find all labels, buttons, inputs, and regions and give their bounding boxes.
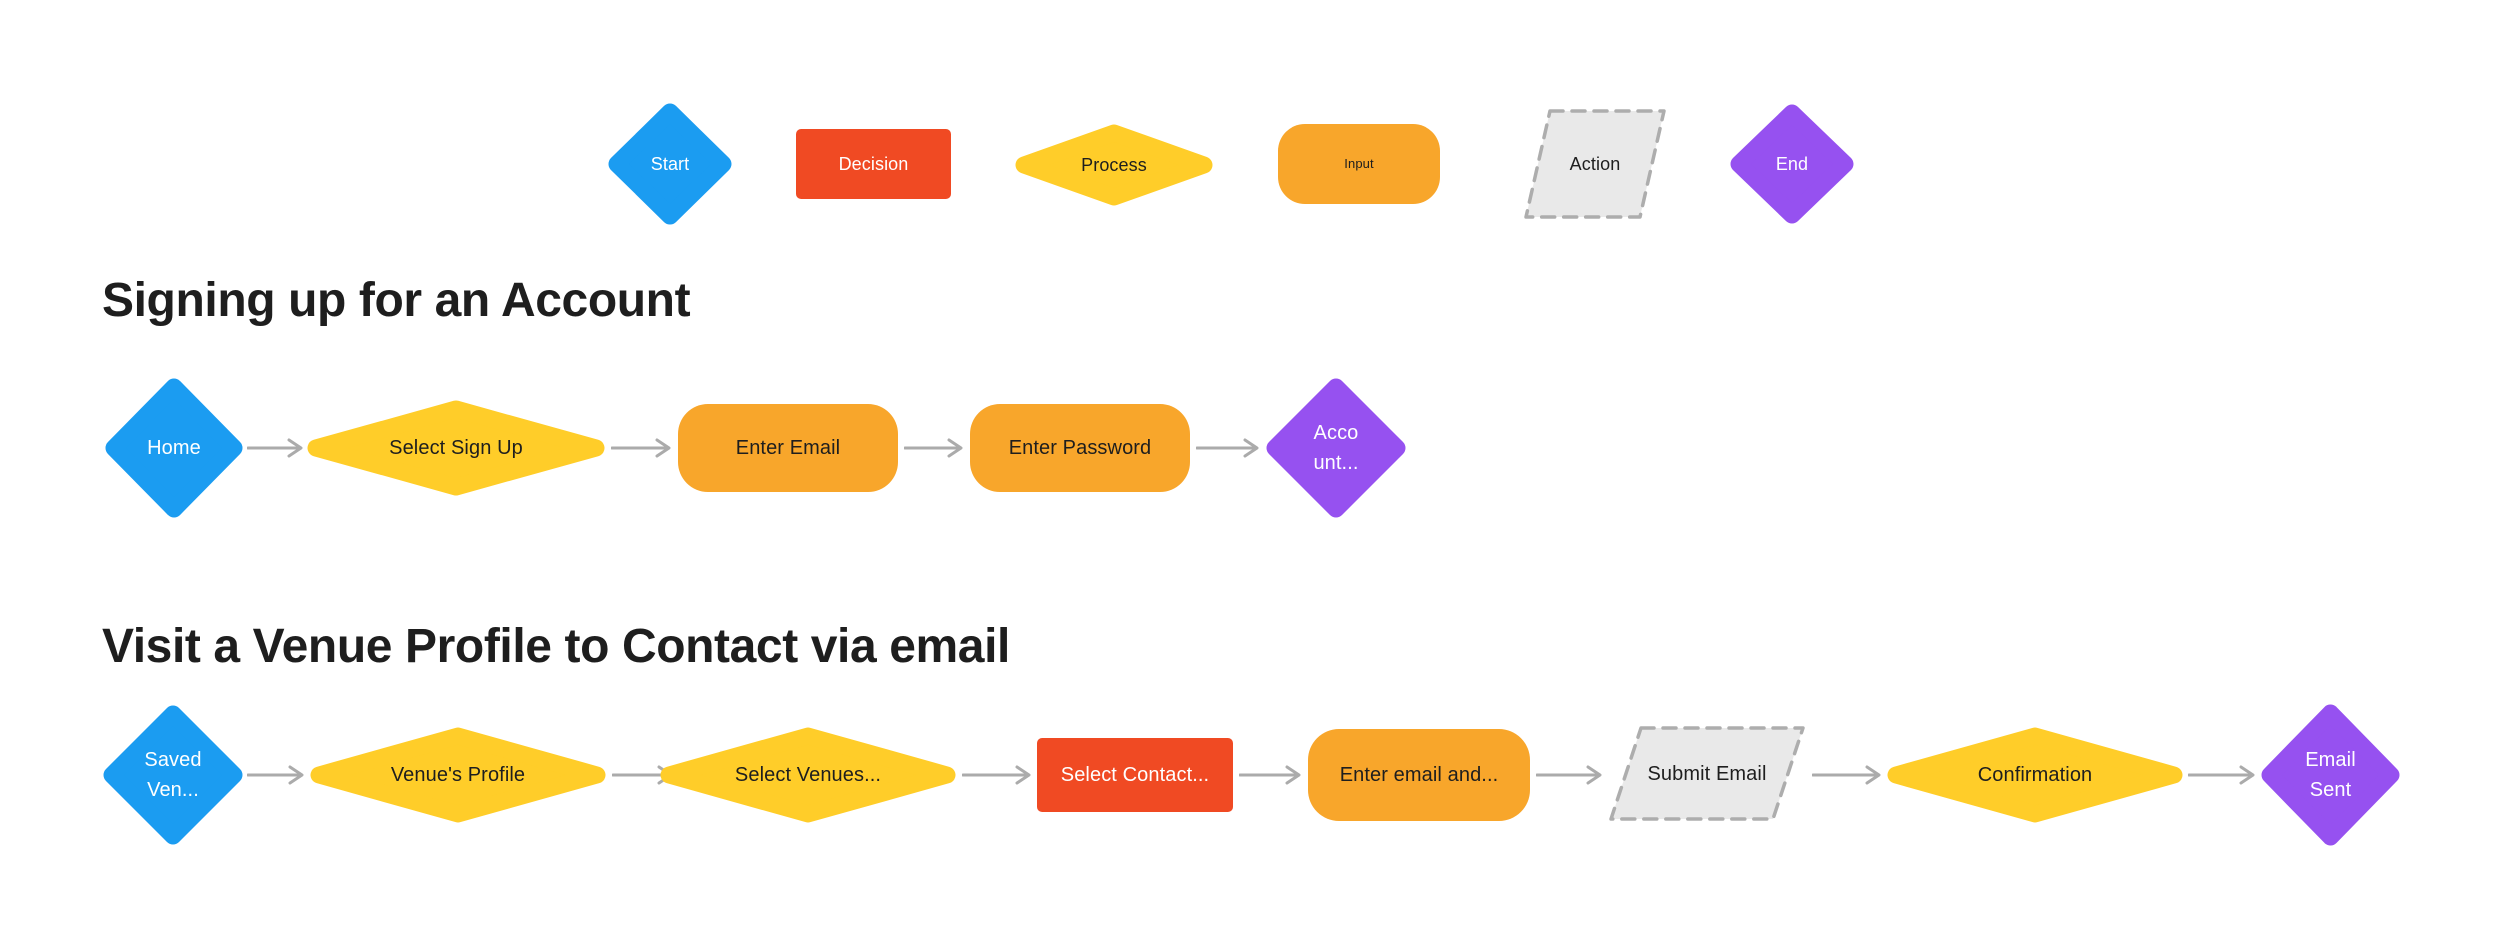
section-title-signing-up: Signing up for an Account (102, 274, 691, 327)
connector-arrow[interactable] (247, 436, 304, 460)
connector-arrow[interactable] (1536, 763, 1603, 787)
connector-arrow[interactable] (1239, 763, 1302, 787)
flow2-node-select-venues[interactable]: Select Venues... (660, 727, 956, 823)
flow2-node-select-contact[interactable]: Select Contact... (1037, 738, 1233, 812)
flow1-select-sign-up-label: Select Sign Up (389, 437, 523, 459)
legend-item-end[interactable]: End (1730, 104, 1854, 224)
connector-arrow[interactable] (611, 436, 672, 460)
legend-decision-label: Decision (838, 153, 909, 174)
connector-arrow[interactable] (2188, 763, 2256, 787)
legend-start-label: Start (650, 153, 690, 174)
connector-arrow[interactable] (962, 763, 1032, 787)
flow2-venues-profile-label: Venue's Profile (390, 764, 526, 786)
legend-end-label: End (1775, 153, 1809, 174)
flow2-node-venues-profile[interactable]: Venue's Profile (310, 727, 606, 823)
flow1-node-account[interactable]: Acco unt... (1266, 378, 1406, 518)
section-title-visit-venue: Visit a Venue Profile to Contact via ema… (102, 620, 1010, 673)
legend-item-process[interactable]: Process (1015, 124, 1213, 206)
legend-item-start[interactable]: Start (608, 103, 732, 225)
flow1-node-home[interactable]: Home (105, 378, 243, 518)
flow1-home-label: Home (147, 437, 201, 459)
flow1-account-label: Acco unt... (1313, 422, 1359, 474)
flow2-confirmation-label: Confirmation (1977, 764, 2093, 786)
legend-process-label: Process (1081, 154, 1147, 175)
flow2-node-submit-email[interactable]: Submit Email (1609, 726, 1805, 821)
flow2-submit-email-label: Submit Email (1647, 762, 1767, 785)
flow2-node-confirmation[interactable]: Confirmation (1887, 727, 2183, 823)
flow1-enter-email-label: Enter Email (735, 437, 841, 459)
flow1-node-enter-email[interactable]: Enter Email (678, 404, 898, 492)
legend-input-label: Input (1344, 156, 1374, 172)
flow2-enter-email-and-label: Enter email and... (1339, 764, 1499, 786)
connector-arrow[interactable] (1196, 436, 1260, 460)
flow1-node-select-sign-up[interactable]: Select Sign Up (307, 400, 605, 496)
legend-item-decision[interactable]: Decision (796, 129, 951, 199)
flow2-node-email-sent[interactable]: Email Sent (2261, 704, 2400, 846)
legend-action-label: Action (1569, 153, 1621, 174)
flow2-node-saved-venues[interactable]: Saved Ven... (103, 705, 243, 845)
connector-arrow[interactable] (904, 436, 964, 460)
flow2-select-contact-label: Select Contact... (1060, 764, 1210, 786)
legend-item-input[interactable]: Input (1278, 124, 1440, 204)
flow2-saved-venues-label: Saved Ven... (144, 749, 202, 801)
connector-arrow[interactable] (247, 763, 305, 787)
legend-item-action[interactable]: Action (1524, 109, 1666, 219)
flow2-select-venues-label: Select Venues... (734, 764, 882, 786)
flow1-enter-password-label: Enter Password (1008, 437, 1152, 459)
flow2-email-sent-label: Email Sent (2305, 749, 2356, 801)
connector-arrow[interactable] (1812, 763, 1882, 787)
flow2-node-enter-email-and[interactable]: Enter email and... (1308, 729, 1530, 821)
flow1-node-enter-password[interactable]: Enter Password (970, 404, 1190, 492)
